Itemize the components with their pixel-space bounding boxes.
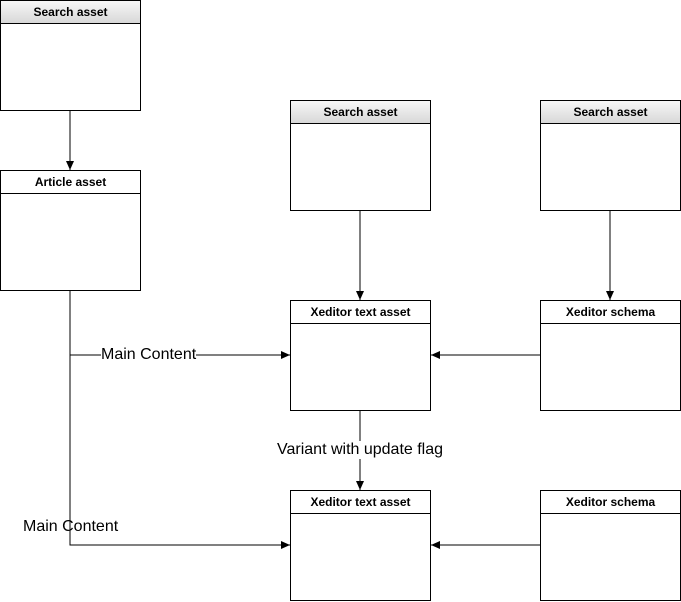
node-title: Search asset [541,101,680,124]
node-search-asset-middle[interactable]: Search asset [290,100,431,211]
node-article-asset[interactable]: Article asset [0,170,141,291]
node-xeditor-text-asset-top[interactable]: Xeditor text asset [290,300,431,411]
node-search-asset-left[interactable]: Search asset [0,0,141,111]
node-xeditor-schema-top[interactable]: Xeditor schema [540,300,681,411]
edge-label-main-content-top: Main Content [101,346,197,364]
node-title: Xeditor text asset [291,491,430,514]
edge-label-variant: Variant with update flag [277,441,444,459]
node-xeditor-text-asset-bottom[interactable]: Xeditor text asset [290,490,431,601]
node-search-asset-right[interactable]: Search asset [540,100,681,211]
edge-article-to-xeditor-text-bottom [69,355,290,549]
edge-label-main-content-bottom: Main Content [23,518,119,535]
node-xeditor-schema-bottom[interactable]: Xeditor schema [540,490,681,601]
node-title: Article asset [1,171,140,194]
node-title: Search asset [291,101,430,124]
node-title: Xeditor schema [541,491,680,514]
node-title: Xeditor schema [541,301,680,324]
node-title: Xeditor text asset [291,301,430,324]
node-title: Search asset [1,1,140,24]
